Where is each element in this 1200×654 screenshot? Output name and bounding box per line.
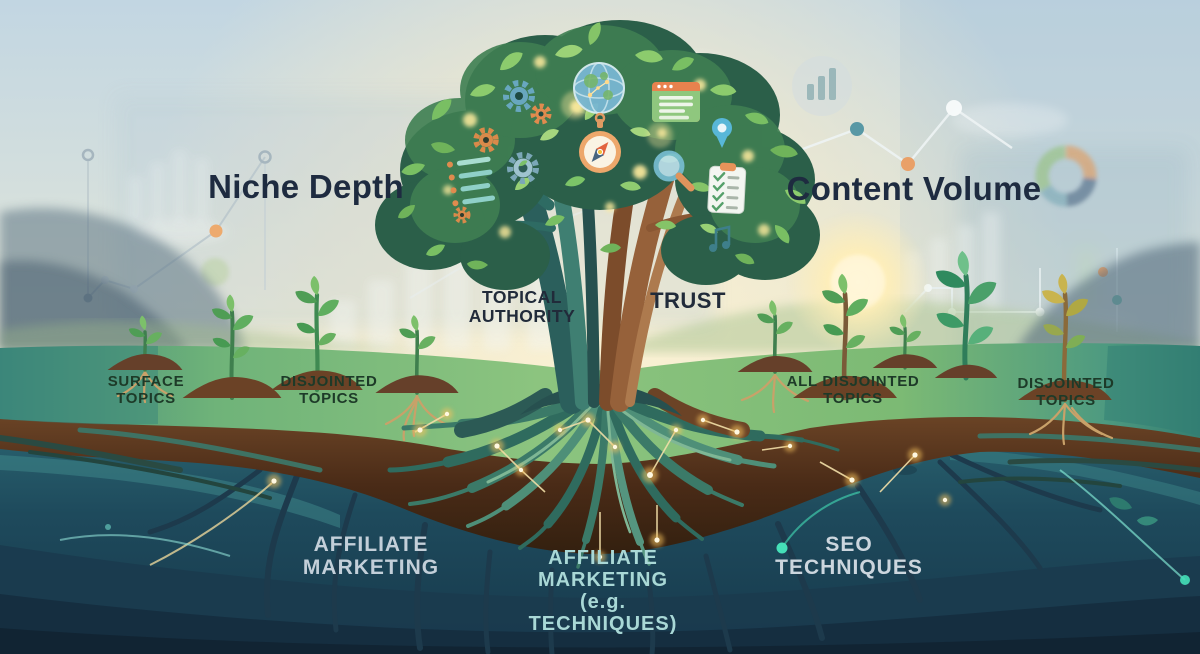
plant <box>737 299 813 374</box>
label-disjointed-topics-left: DISJOINTED TOPICS <box>280 373 378 407</box>
gear-icon <box>503 80 535 112</box>
plant <box>182 294 282 400</box>
plant <box>375 314 459 395</box>
plant <box>793 273 897 401</box>
donut-chart-icon <box>1035 145 1097 207</box>
label-content-volume: Content Volume <box>786 170 1042 207</box>
label-affiliate-marketing-center: AFFILIATE MARKETING (e.g. TECHNIQUES) <box>528 547 678 635</box>
bar-chart-far-left <box>128 150 209 224</box>
magnifier-icon <box>653 150 695 192</box>
label-seo-techniques: SEO TECHNIQUES <box>775 533 923 580</box>
plant <box>107 315 183 372</box>
tree-canopy <box>375 19 820 290</box>
seedling-plants <box>107 250 1112 403</box>
deep-roots <box>147 452 1103 654</box>
plant <box>872 313 938 370</box>
plant-rootlets <box>116 370 1114 446</box>
compass-icon <box>579 112 621 173</box>
label-trust: TRUST <box>650 288 726 313</box>
grass-right-teal <box>1104 345 1200 436</box>
label-topical-authority: TOPICAL AUTHORITY <box>468 287 576 327</box>
location-pin-icon <box>712 118 732 148</box>
glow-nodes <box>105 408 1190 585</box>
label-all-disjointed-topics: ALL DISJOINTED TOPICS <box>786 373 920 407</box>
gear-icon <box>507 152 539 184</box>
soil-roots <box>0 427 1200 500</box>
plant <box>932 250 1001 381</box>
root-glow-network <box>59 408 1190 585</box>
label-affiliate-marketing-left: AFFILIATE MARKETING <box>302 533 440 580</box>
label-niche-depth: Niche Depth <box>208 168 404 205</box>
gear-icon <box>453 206 471 224</box>
music-note-icon <box>709 225 731 252</box>
bar-chart-badge-icon <box>792 56 852 116</box>
label-disjointed-topics-right: DISJOINTED TOPICS <box>1017 375 1115 409</box>
label-surface-topics: SURFACE TOPICS <box>107 373 185 407</box>
line-chart-right <box>799 100 1013 171</box>
list-icon <box>446 156 496 207</box>
gear-icon <box>473 127 499 153</box>
plant <box>271 275 363 393</box>
gear-icon <box>530 103 552 125</box>
browser-window-icon <box>652 82 700 122</box>
checklist-icon <box>707 162 747 215</box>
plant <box>1018 273 1112 403</box>
globe-icon <box>573 62 625 114</box>
